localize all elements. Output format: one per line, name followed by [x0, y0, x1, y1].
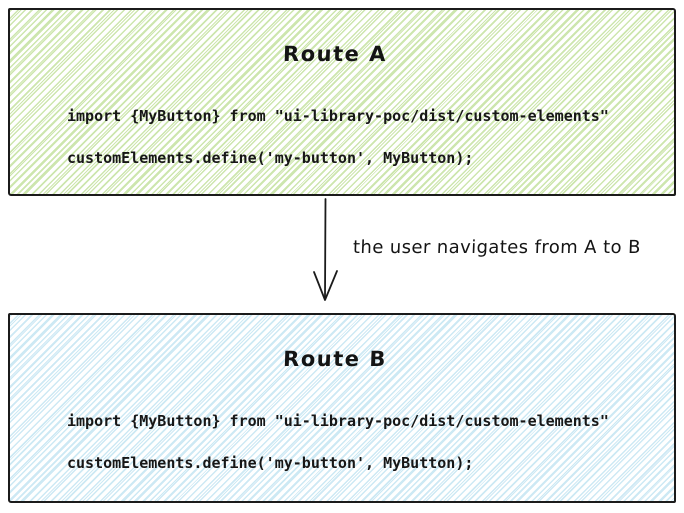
route-a-box: Route A import {MyButton} from "ui-libra…: [8, 8, 676, 196]
route-a-code-block: import {MyButton} from "ui-library-poc/d…: [67, 106, 609, 190]
route-b-code-block: import {MyButton} from "ui-library-poc/d…: [67, 411, 609, 495]
route-b-code-line-import: import {MyButton} from "ui-library-poc/d…: [67, 412, 609, 430]
route-b-title: Route B: [282, 347, 388, 371]
route-a-code-line-define: customElements.define('my-button', MyBut…: [67, 149, 474, 167]
route-a-title: Route A: [282, 42, 388, 66]
arrow-label: the user navigates from A to B: [352, 237, 642, 258]
down-arrow-icon: [313, 198, 338, 301]
route-b-code-line-define: customElements.define('my-button', MyBut…: [67, 454, 474, 472]
route-a-code-line-import: import {MyButton} from "ui-library-poc/d…: [67, 107, 609, 125]
route-b-box: Route B import {MyButton} from "ui-libra…: [8, 313, 676, 503]
